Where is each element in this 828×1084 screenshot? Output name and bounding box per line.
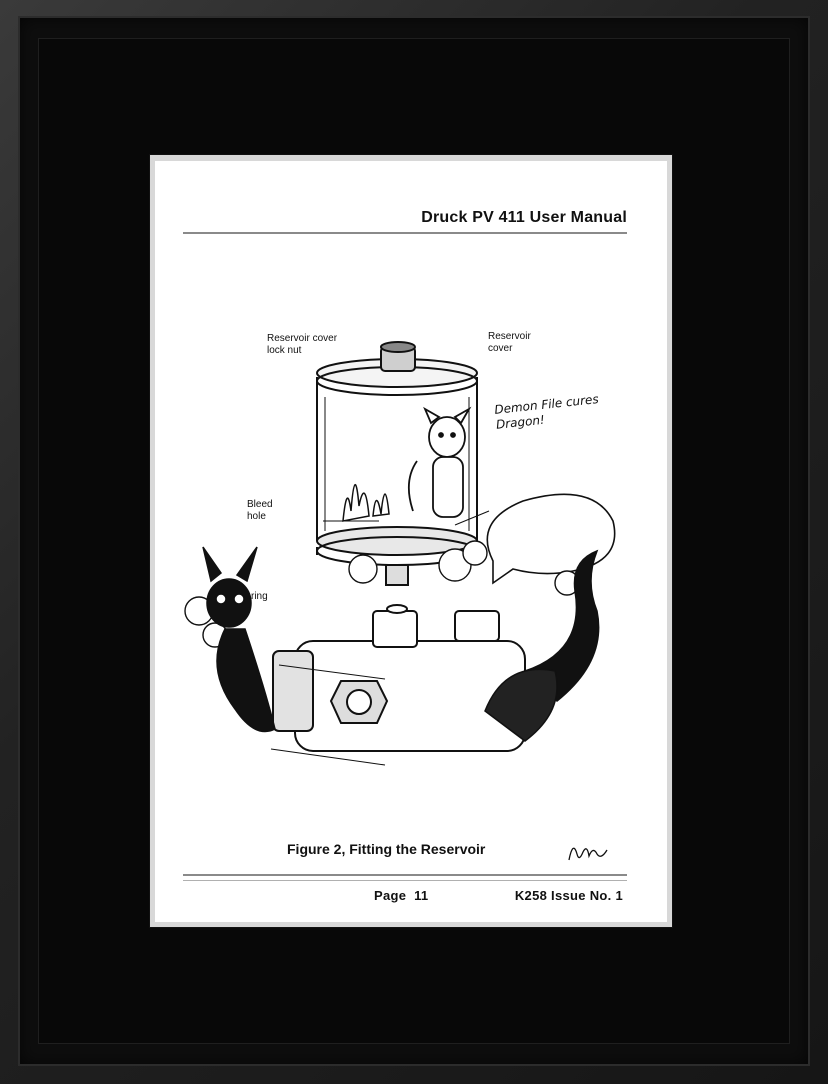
callout-leaders — [270, 510, 490, 766]
artist-signature-icon — [568, 847, 608, 861]
callout-ring: ring — [251, 591, 268, 602]
callout-bleed-hole: Bleed hole — [247, 499, 273, 522]
dragon-tail-right — [484, 549, 600, 742]
callout-reservoir-cover: Reservoir cover — [488, 331, 531, 354]
steam-puffs — [184, 540, 580, 648]
reservoir-dragon-illustration — [184, 341, 616, 766]
manual-page: Druck PV 411 User Manual — [155, 161, 667, 922]
page-number: Page 11 — [374, 888, 429, 903]
footer-rule-thin — [183, 880, 627, 881]
speech-bubble — [486, 493, 616, 585]
dragon-left — [202, 546, 276, 733]
footer-rule — [183, 874, 627, 876]
pump-body — [272, 604, 526, 752]
header-rule — [183, 232, 627, 234]
demon-character — [407, 406, 472, 518]
flames — [342, 484, 390, 522]
document-id: K258 Issue No. 1 — [514, 888, 623, 903]
header-title: Druck PV 411 User Manual — [421, 209, 627, 226]
callout-lock-nut: Reservoir cover lock nut — [267, 333, 338, 356]
figure-caption: Figure 2, Fitting the Reservoir — [287, 841, 486, 857]
